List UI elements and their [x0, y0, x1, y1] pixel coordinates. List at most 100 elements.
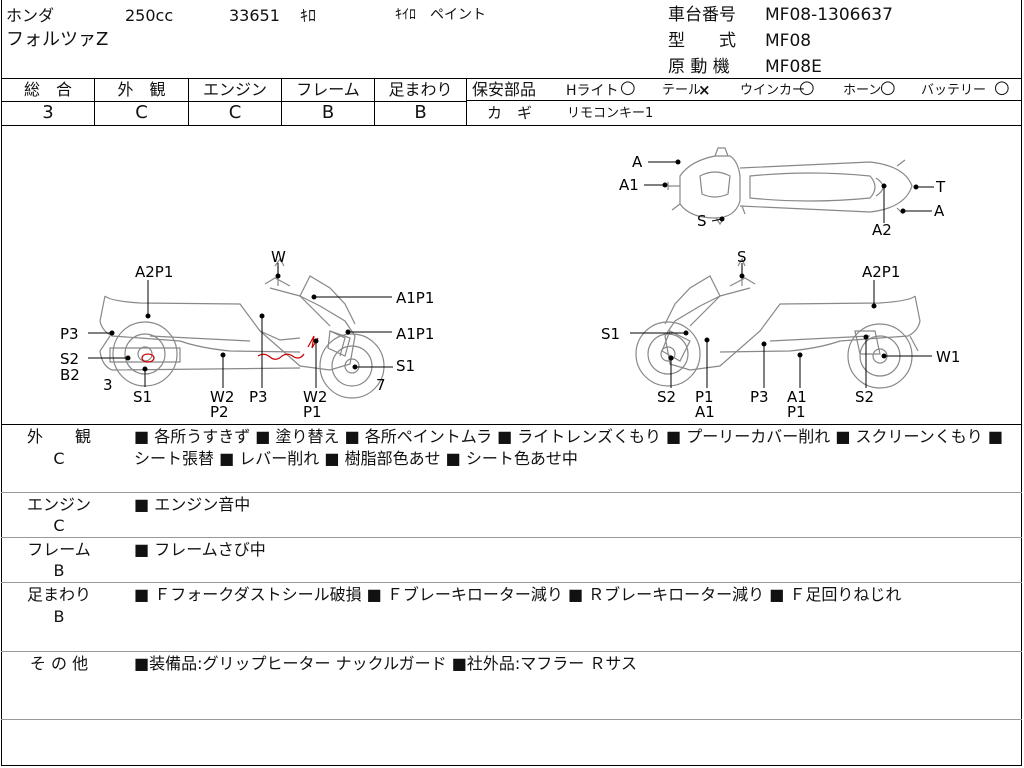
key-value: リモコンキー1 — [567, 106, 654, 121]
divider — [1, 537, 1022, 538]
divider — [1, 492, 1022, 493]
divider — [94, 78, 95, 125]
left-fork-guard — [327, 330, 351, 357]
label-left-a1p1-top: A1P1 — [396, 289, 434, 307]
section-grade-frame: B — [53, 561, 65, 580]
label-left-w2-a: W2 — [210, 388, 234, 406]
right-fork-guard — [661, 330, 691, 362]
label-left-b2: B2 — [60, 366, 80, 384]
section-label-engine: エンジン — [26, 495, 91, 514]
label-left-7: 7 — [376, 376, 386, 394]
grade-value-engine: C — [228, 102, 242, 123]
damage-wavy-line — [257, 353, 305, 360]
label-right-a1-b: A1 — [787, 388, 807, 406]
label-left-s1-front: S1 — [133, 388, 152, 406]
battery-label: バッテリー — [921, 83, 987, 98]
label-right-p1-b: P1 — [787, 403, 806, 421]
label-right-w1: W1 — [936, 348, 960, 366]
grade-label-engine: エンジン — [202, 80, 267, 99]
frame-no: MF08-1306637 — [765, 5, 893, 25]
key-label: カ ギ — [487, 104, 533, 122]
divider — [1, 582, 1022, 583]
grade-label-total: 総 合 — [23, 80, 72, 99]
divider — [1, 651, 1022, 652]
section-label-exterior: 外 観 — [26, 427, 91, 446]
label-left-p1: P1 — [303, 403, 322, 421]
section-text-engine: ■ エンジン音中 — [134, 495, 251, 514]
label-right-s: S — [737, 248, 747, 266]
mileage: 33651 — [229, 6, 280, 25]
label-right-s2-l: S2 — [657, 388, 676, 406]
mileage-note: ｷｲﾛ ペイント — [395, 7, 486, 23]
label-left-3: 3 — [103, 376, 113, 394]
section-grade-engine: C — [53, 516, 65, 535]
section-label-suspension: 足まわり — [26, 585, 91, 604]
model-name: フォルツァZ — [6, 29, 109, 50]
label-left-a1p1-mid: A1P1 — [396, 325, 434, 343]
section-label-other: そ の 他 — [29, 654, 89, 673]
label-left-p2: P2 — [210, 403, 229, 421]
tail-mark: × — [698, 81, 711, 99]
label-left-w2-b: W2 — [303, 388, 327, 406]
label-top-a1: A1 — [619, 176, 639, 194]
divider — [1, 101, 466, 102]
scooter-left-view — [99, 275, 356, 371]
label-top-t: T — [935, 178, 946, 196]
grade-label-exterior: 外 観 — [117, 80, 166, 99]
divider — [466, 78, 467, 125]
damage-circle — [141, 353, 155, 363]
divider — [281, 78, 282, 125]
label-top-a2: A2 — [872, 221, 892, 239]
label-top-a-right: A — [934, 202, 945, 220]
frame-no-label: 車台番号 — [668, 5, 736, 25]
label-left-s1-low: S1 — [396, 357, 415, 375]
grade-label-frame: フレーム — [296, 80, 360, 99]
divider — [466, 100, 1022, 101]
grade-value-frame: B — [321, 102, 335, 123]
divider — [1, 719, 1022, 720]
maker: ホンダ — [6, 6, 55, 25]
divider — [1, 78, 1022, 79]
winker-label: ウインカー — [740, 83, 806, 98]
label-left-a2p1: A2P1 — [135, 263, 173, 281]
headlight-mark: ○ — [620, 77, 636, 98]
grade-label-suspension: 足まわり — [388, 80, 453, 99]
section-text-suspension: ■ Ｆフォークダストシール破損 ■ Ｆブレーキローター減り ■ Ｒブレーキロータ… — [134, 585, 902, 604]
engine-label: 原 動 機 — [668, 57, 730, 77]
section-label-frame: フレーム — [27, 540, 91, 559]
damage-diagram: A A1 S T A A2 W A2P1 A1P1 A1P1 P3 S2 B2 … — [60, 147, 960, 421]
displacement: 250cc — [125, 6, 174, 25]
label-left-s2: S2 — [60, 350, 79, 368]
label-right-a1: A1 — [695, 403, 715, 421]
label-left-p3-low: P3 — [249, 388, 268, 406]
left-muffler — [109, 347, 181, 363]
horn-label: ホーン — [843, 83, 882, 98]
label-right-s2-r: S2 — [855, 388, 874, 406]
right-front-wheel — [635, 321, 701, 387]
divider — [188, 78, 189, 125]
grade-value-total: 3 — [42, 102, 54, 123]
right-shock — [854, 330, 881, 355]
label-top-s: S — [697, 212, 707, 230]
label-left-p3: P3 — [60, 325, 79, 343]
type-value: MF08 — [765, 31, 812, 51]
label-right-s1: S1 — [601, 325, 620, 343]
divider — [374, 78, 375, 125]
horn-mark: ○ — [880, 77, 896, 98]
type-label: 型 式 — [668, 31, 736, 51]
section-text-other: ■装備品:グリップヒーター ナックルガード ■社外品:マフラー Ｒサス — [134, 654, 637, 673]
section-grade-suspension: B — [53, 607, 65, 626]
label-top-a: A — [632, 153, 643, 171]
section-text-exterior: ■ 各所うすきず ■ 塗り替え ■ 各所ペイントムラ ■ ライトレンズくもり ■… — [134, 427, 1003, 468]
label-right-a2p1: A2P1 — [862, 263, 900, 281]
tail-label: テール — [662, 83, 702, 98]
engine-value: MF08E — [765, 57, 822, 77]
grade-value-exterior: C — [135, 102, 148, 123]
label-left-w: W — [271, 248, 286, 266]
grade-value-suspension: B — [414, 102, 427, 123]
divider — [1, 125, 1022, 126]
divider — [1, 424, 1022, 425]
section-text-frame: ■ フレームさび中 — [134, 540, 266, 559]
winker-mark: ○ — [799, 77, 815, 98]
